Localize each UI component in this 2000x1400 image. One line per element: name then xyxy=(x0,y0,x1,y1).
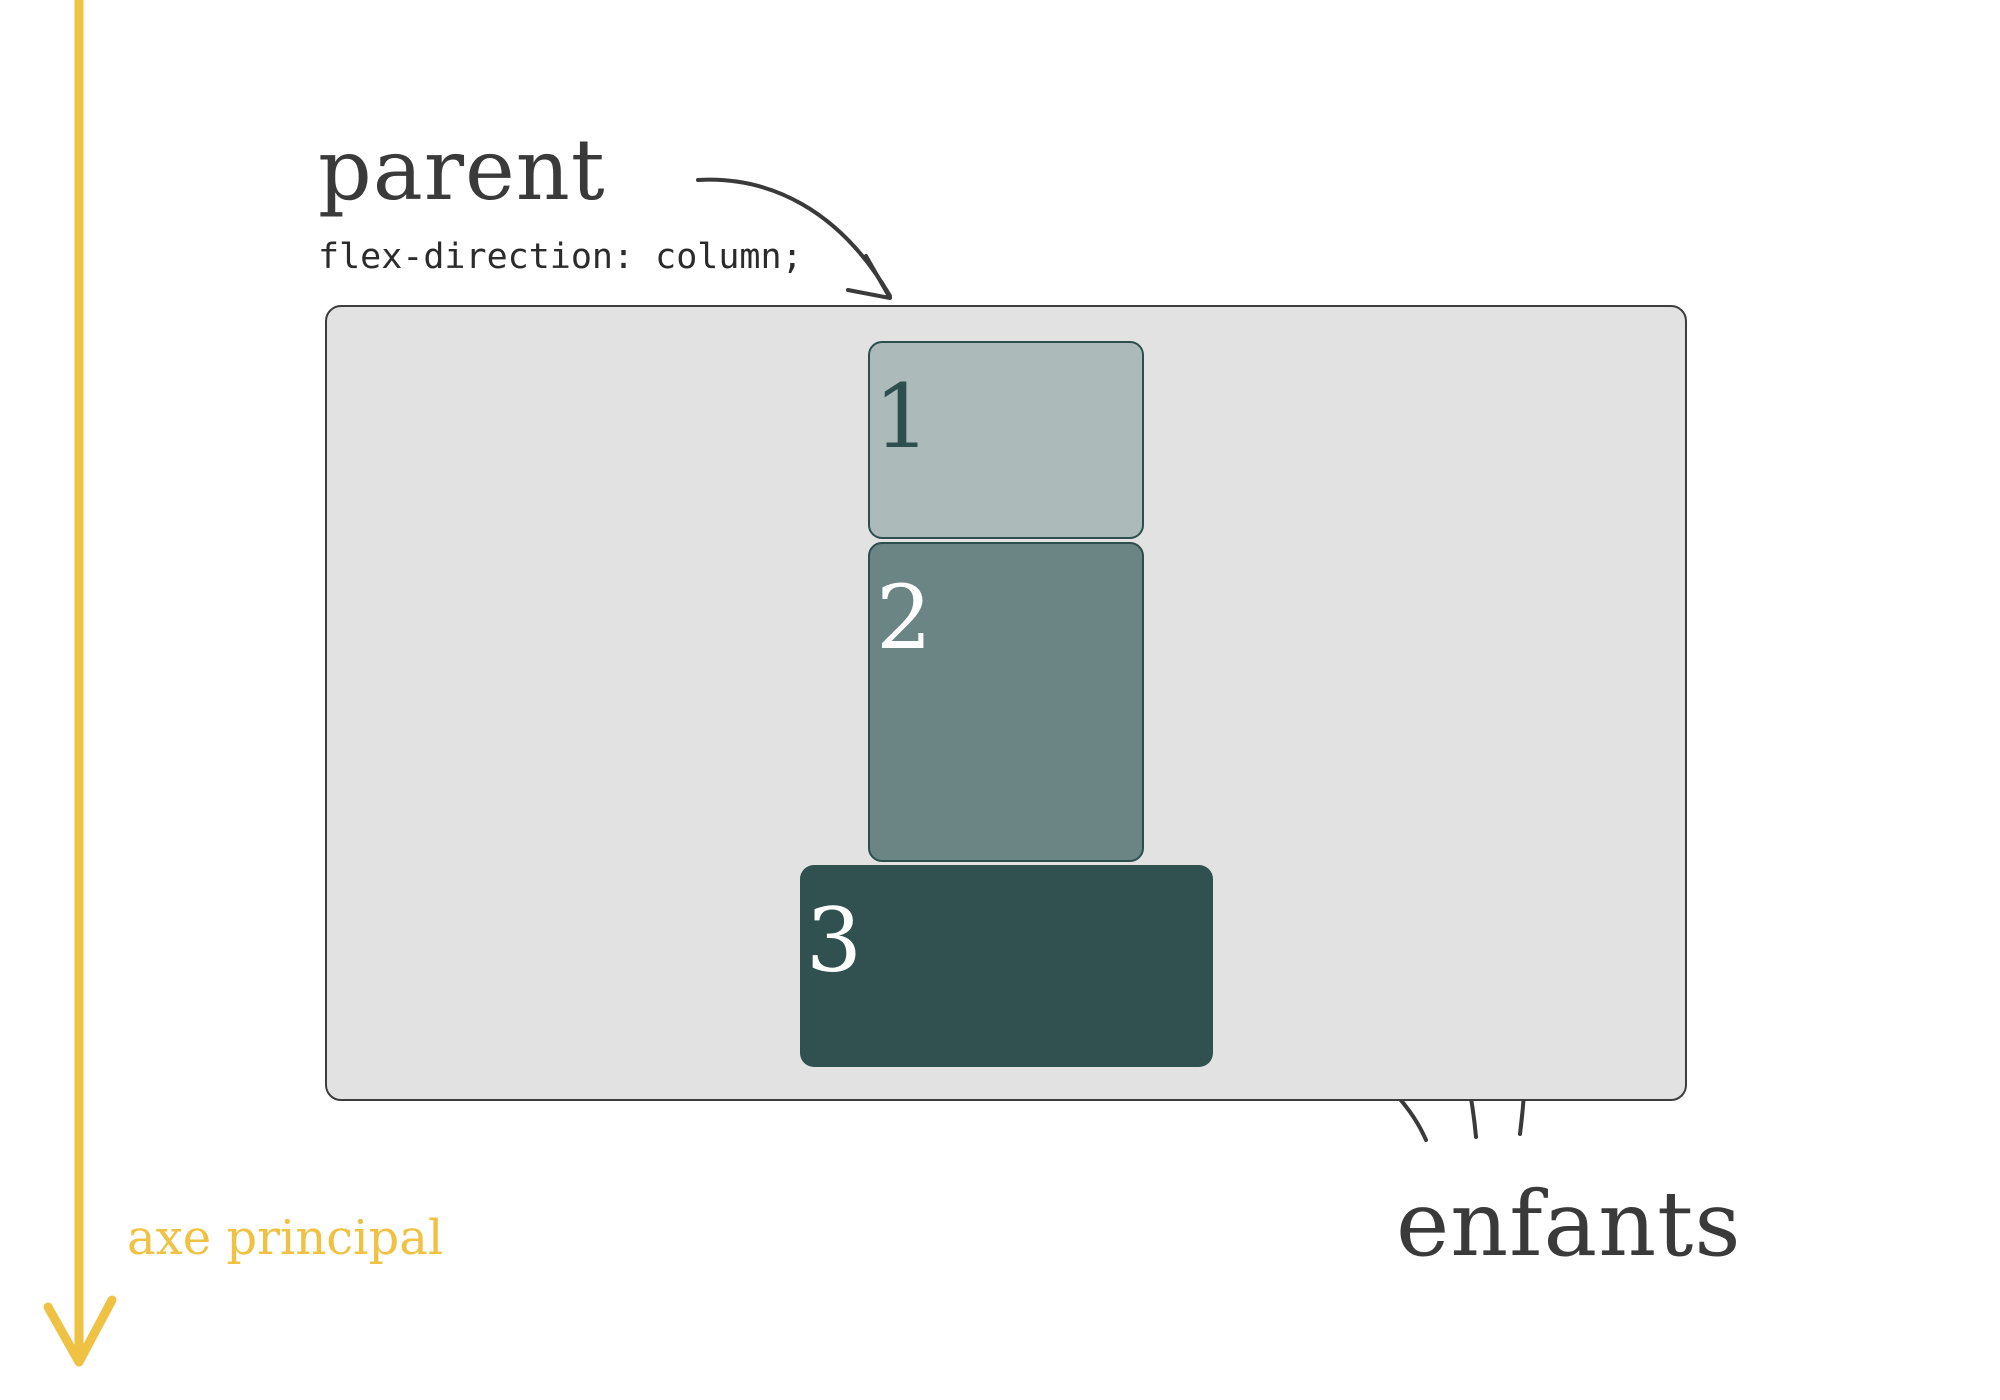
child-box-1: 1 xyxy=(868,341,1144,539)
child-1-number: 1 xyxy=(874,365,930,468)
main-axis-arrow xyxy=(43,0,117,1367)
child-2-number: 2 xyxy=(876,566,932,669)
main-axis-label: axe principal xyxy=(127,1210,444,1266)
child-box-2: 2 xyxy=(868,542,1144,862)
children-label: enfants xyxy=(1396,1172,1742,1277)
flex-direction-code: flex-direction: column; xyxy=(318,237,803,277)
child-box-3: 3 xyxy=(800,865,1213,1067)
parent-title: parent xyxy=(318,121,606,219)
child-3-number: 3 xyxy=(806,889,862,992)
